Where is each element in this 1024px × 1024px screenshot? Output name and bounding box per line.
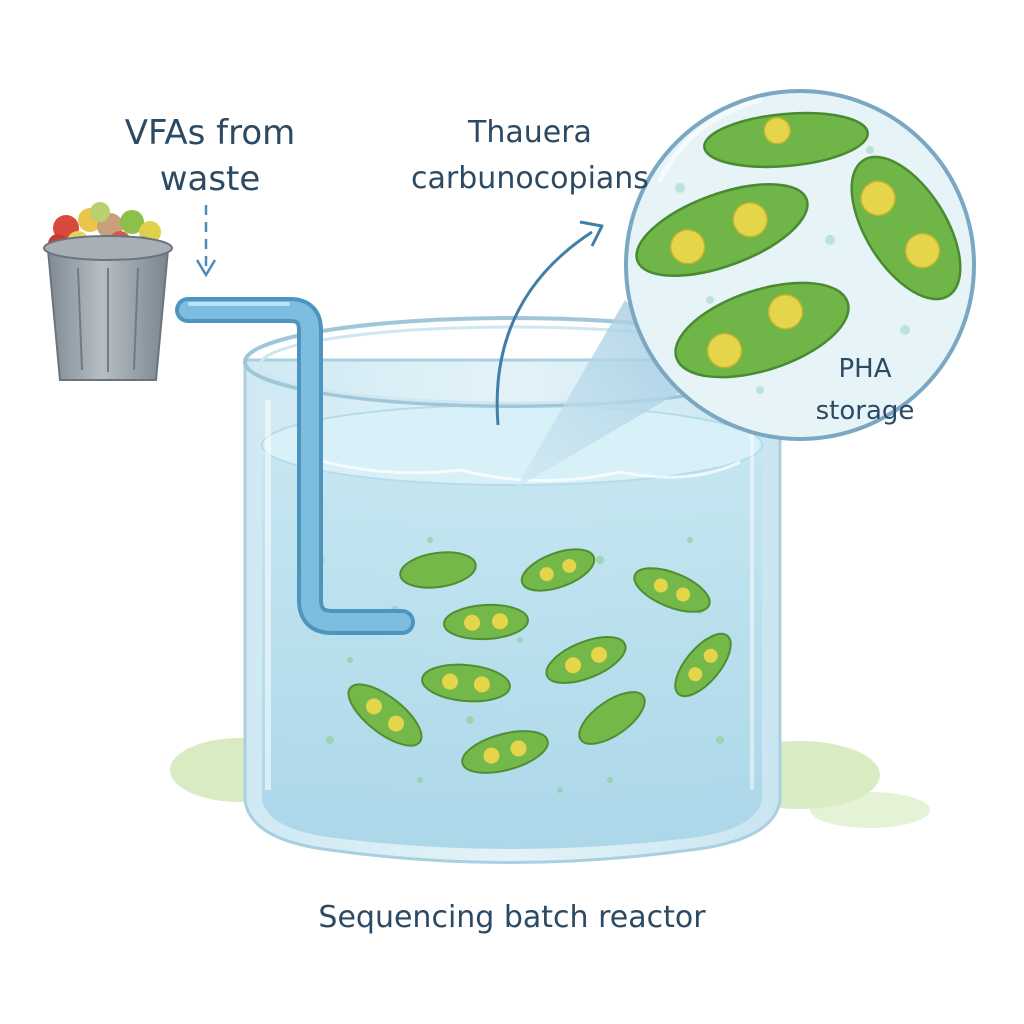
organism-label-line2: carbunocopians [411, 161, 649, 196]
bacterium [674, 632, 732, 698]
magnifier-circle-icon [624, 89, 976, 441]
pha-storage-label: PHA storage [770, 348, 960, 432]
pha-label-line1: PHA [838, 354, 892, 384]
reactor-label: Sequencing batch reactor [318, 900, 706, 935]
bacterium [578, 691, 646, 745]
bacteria-group [347, 548, 732, 774]
vfa-label-line2: waste [159, 159, 261, 199]
bacterium [461, 730, 549, 774]
bacterium [399, 551, 477, 589]
bacterium [443, 603, 529, 641]
curved-arrow [495, 220, 604, 426]
organism-label-line1: Thauera [468, 115, 592, 150]
magnified-bacterium [703, 111, 869, 169]
bacterium [545, 636, 627, 684]
bacterium [421, 663, 511, 703]
organism-label: Thauera carbunocopians [380, 110, 680, 202]
inflow-pipe-icon [175, 297, 415, 635]
bacterium [347, 683, 423, 747]
pha-label-line2: storage [815, 396, 915, 426]
dashed-arrow [195, 205, 217, 278]
waste-bin-icon [43, 202, 173, 381]
magnified-bacterium [674, 281, 850, 379]
magnified-bacterium [635, 183, 809, 277]
vfa-label-line1: VFAs from [124, 113, 296, 153]
magnified-bacterium [850, 155, 962, 301]
bacterium [520, 548, 596, 592]
bacterium [633, 567, 711, 613]
vfa-label: VFAs from waste [40, 110, 380, 202]
